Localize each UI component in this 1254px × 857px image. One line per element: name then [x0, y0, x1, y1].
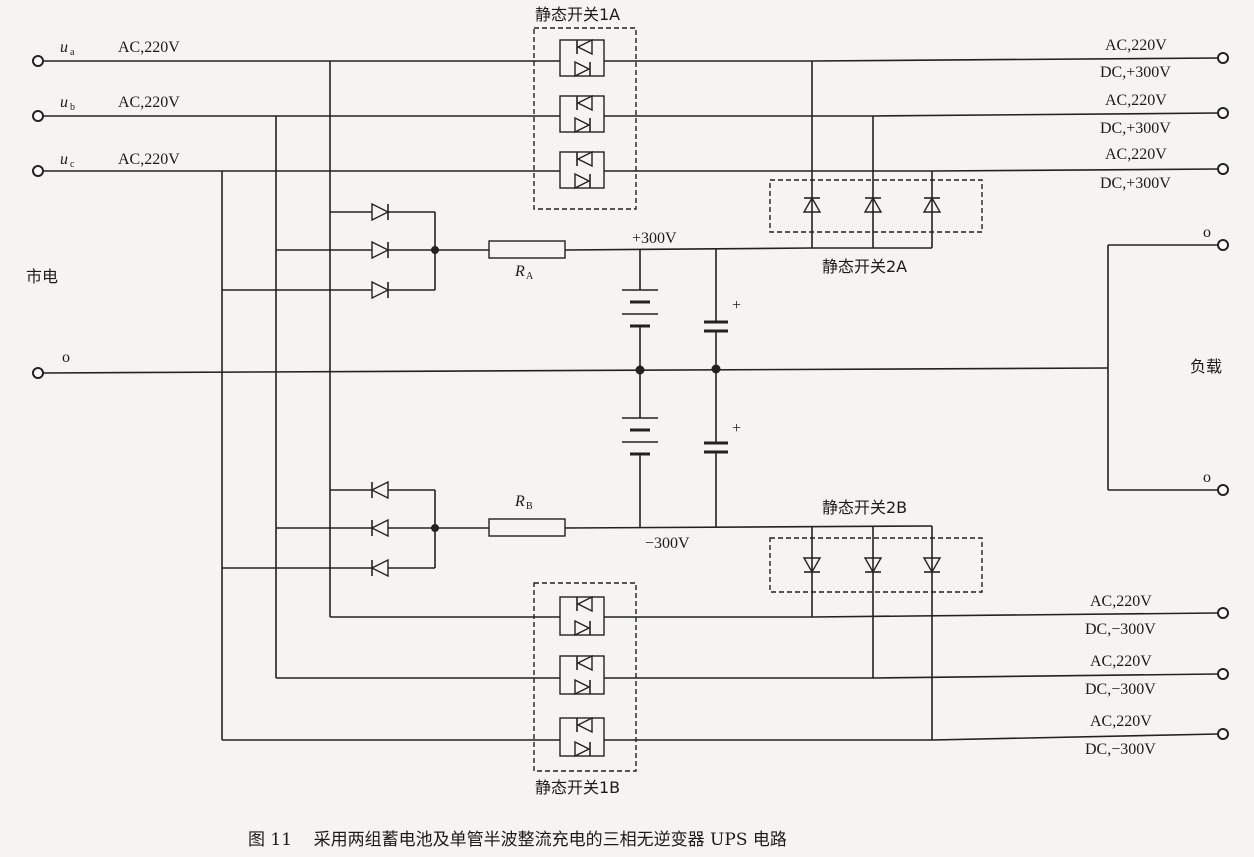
resistor-rb	[488, 518, 566, 537]
load-bottom-terminal-label: o	[1203, 469, 1211, 486]
static-switch-1a	[535, 38, 932, 190]
output-bottom-1-line	[811, 612, 1219, 618]
phase-b-input-terminal	[32, 110, 44, 122]
static-switch-1a-box	[533, 27, 637, 210]
figure-caption: 图 11 采用两组蓄电池及单管半波整流充电的三相无逆变器 UPS 电路	[248, 830, 787, 850]
positive-rail	[564, 247, 813, 251]
load-label: 负载	[1190, 357, 1222, 376]
battery-upper	[622, 250, 658, 370]
output-top-3-terminal	[1217, 163, 1229, 175]
diode-lower-2	[370, 518, 389, 538]
static-switch-2b	[802, 526, 942, 740]
phase-c-voltage-label: AC,220V	[118, 151, 180, 168]
phase-b-voltage-label: AC,220V	[118, 94, 180, 111]
static-switch-2b-label: 静态开关2B	[822, 498, 907, 517]
resistor-ra-subscript: A	[526, 271, 534, 282]
phase-a-subscript: a	[70, 47, 75, 58]
output-top-2-terminal	[1217, 107, 1229, 119]
load-connection	[1107, 239, 1229, 496]
diode-upper-3	[371, 280, 390, 300]
output-bottom-2-line	[872, 673, 1219, 679]
neutral-label: o	[62, 349, 70, 366]
load-bottom-terminal	[1217, 484, 1229, 496]
static-switch-1b	[222, 595, 932, 758]
output-bottom-1-dc: DC,−300V	[1085, 621, 1156, 638]
static-switch-1b-label: 静态开关1B	[535, 778, 620, 797]
battery-lower	[622, 370, 658, 528]
output-top-2-ac: AC,220V	[1105, 92, 1167, 109]
diode-lower-1	[370, 480, 389, 500]
output-top-1-terminal	[1217, 52, 1229, 64]
capacitor-lower	[704, 369, 728, 527]
neutral-line	[32, 367, 1109, 379]
neutral-input-terminal	[32, 367, 44, 379]
capacitor-upper-polarity: +	[732, 297, 741, 314]
resistor-rb-subscript: B	[526, 501, 533, 512]
phase-a-voltage-label: AC,220V	[118, 39, 180, 56]
phase-c-input-terminal	[32, 165, 44, 177]
negative-rail	[564, 525, 933, 529]
negative-rail-label: −300V	[645, 535, 690, 552]
output-top-1-line	[811, 57, 1219, 62]
static-switch-2a	[802, 61, 942, 248]
output-top-1-ac: AC,220V	[1105, 37, 1167, 54]
output-bottom-2-dc: DC,−300V	[1085, 681, 1156, 698]
lower-rectifier	[222, 480, 489, 578]
capacitor-lower-polarity: +	[732, 420, 741, 437]
battery-midpoint-node	[635, 365, 645, 375]
positive-rail-label: +300V	[632, 230, 677, 247]
resistor-ra-symbol: R	[514, 263, 525, 280]
static-switch-1b-box	[533, 582, 637, 772]
capacitor-midpoint-node	[711, 364, 721, 374]
phase-c-line	[32, 165, 535, 177]
phase-b-symbol: u	[60, 94, 68, 111]
output-top-2-line	[872, 112, 1219, 117]
output-bottom-2-ac: AC,220V	[1090, 653, 1152, 670]
output-bottom-2-terminal	[1217, 668, 1229, 680]
output-bottom-3-line	[931, 733, 1219, 741]
diode-upper-2	[371, 240, 390, 260]
output-bottom-1-terminal	[1217, 607, 1229, 619]
load-top-terminal-label: o	[1203, 224, 1211, 241]
static-switch-1a-label: 静态开关1A	[535, 5, 620, 24]
phase-a-input-terminal	[32, 55, 44, 67]
output-bottom-3-dc: DC,−300V	[1085, 741, 1156, 758]
output-top-3-line	[931, 168, 1219, 172]
static-switch-2a-box	[769, 179, 983, 233]
diode-upper-1	[371, 202, 390, 222]
resistor-ra	[488, 240, 566, 259]
phase-c-symbol: u	[60, 151, 68, 168]
phase-b-line	[32, 110, 535, 122]
load-top-terminal	[1217, 239, 1229, 251]
output-top-3-dc: DC,+300V	[1100, 175, 1171, 192]
resistor-rb-symbol: R	[514, 493, 525, 510]
static-switch-2a-label: 静态开关2A	[822, 257, 907, 276]
phase-a-line	[32, 55, 535, 67]
diode-lower-3	[370, 558, 389, 578]
upper-rectifier	[222, 202, 489, 300]
static-switch-2b-box	[769, 537, 983, 593]
phase-a-symbol: u	[60, 39, 68, 56]
phase-b-subscript: b	[70, 102, 75, 113]
phase-c-subscript: c	[70, 159, 75, 170]
output-bottom-3-terminal	[1217, 728, 1229, 740]
capacitor-upper	[704, 249, 728, 369]
mains-label: 市电	[26, 267, 58, 286]
output-top-2-dc: DC,+300V	[1100, 120, 1171, 137]
output-top-1-dc: DC,+300V	[1100, 64, 1171, 81]
output-bottom-3-ac: AC,220V	[1090, 713, 1152, 730]
output-top-3-ac: AC,220V	[1105, 146, 1167, 163]
output-bottom-1-ac: AC,220V	[1090, 593, 1152, 610]
